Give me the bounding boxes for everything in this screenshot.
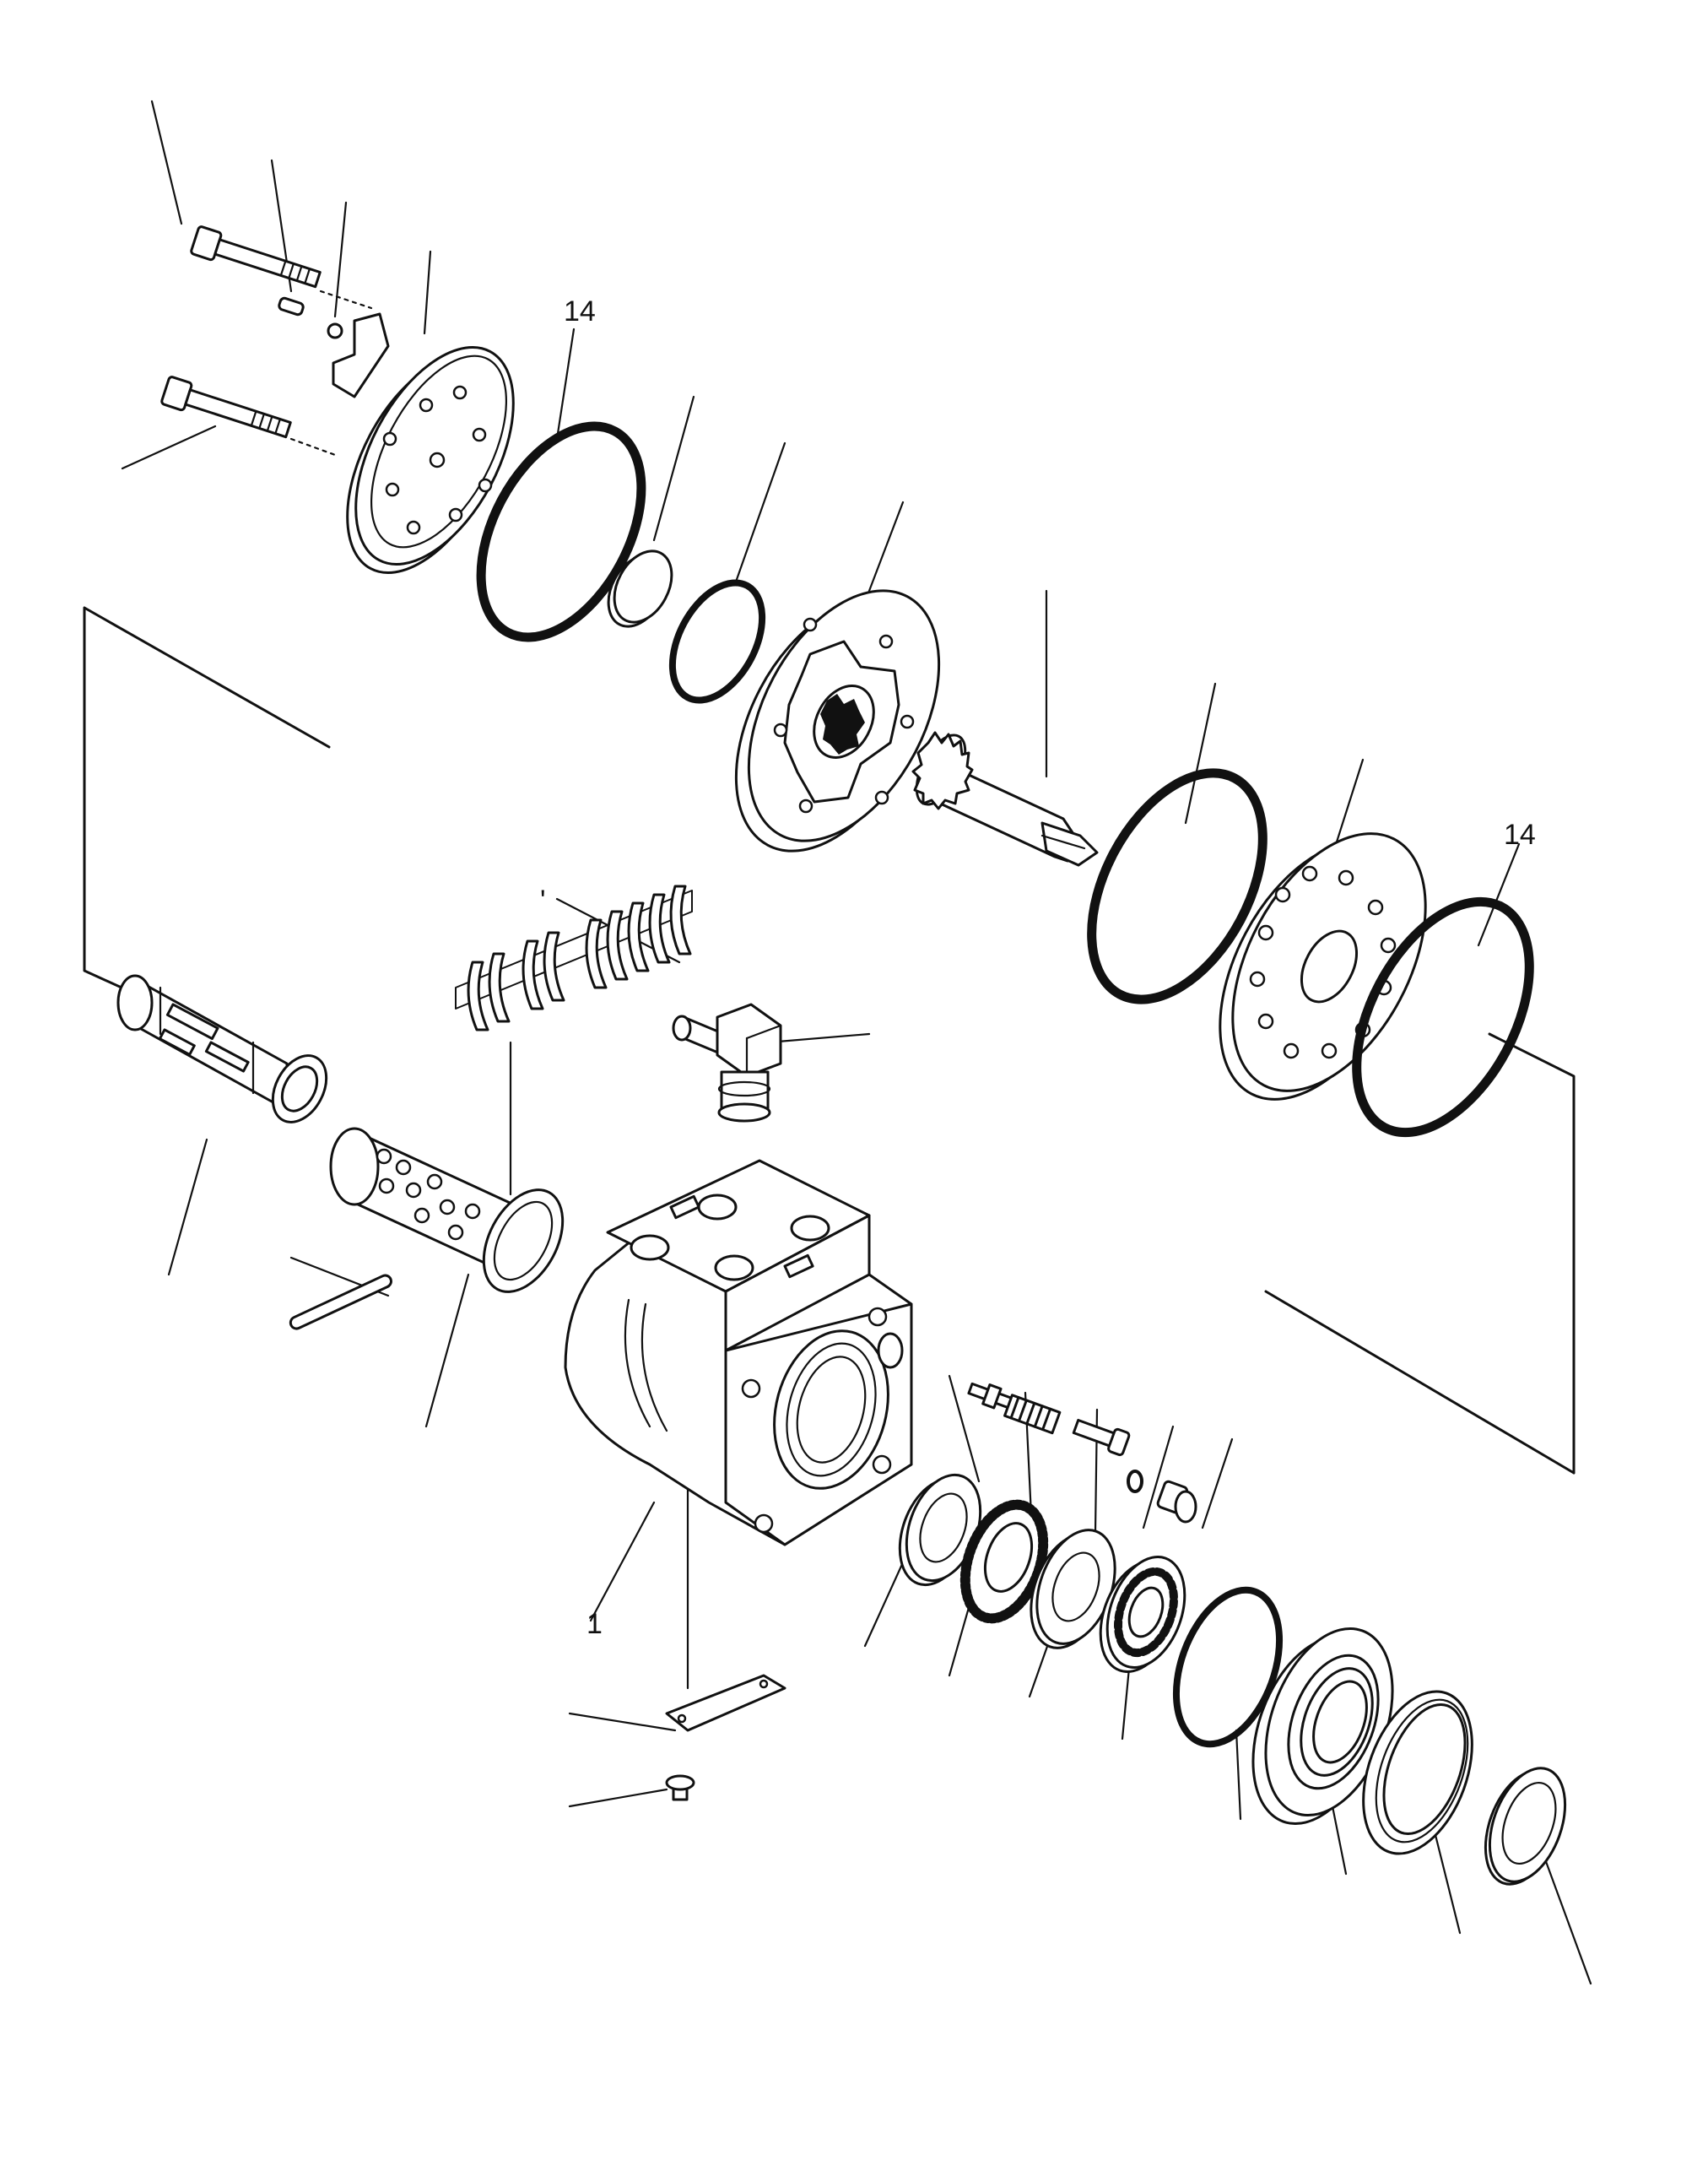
part-label-spring-set: ' [540, 885, 546, 917]
control-sleeve [329, 1127, 565, 1293]
mounting-bolt-upper [190, 225, 322, 289]
retaining-ring [1362, 1690, 1473, 1855]
assembly-bracket-left [83, 606, 331, 993]
o-ring-large-right [1352, 896, 1534, 1138]
gerotor-stator [734, 589, 941, 853]
o-ring-large-top [476, 421, 646, 642]
relief-valve-poppet [967, 1382, 1021, 1412]
dust-seal [1484, 1767, 1567, 1886]
o-ring-seal-housing [1172, 1586, 1284, 1748]
part-label-o-ring-right: 14 [1504, 819, 1536, 851]
relief-o-ring-small [1127, 1470, 1143, 1493]
thrust-washer [898, 1473, 982, 1587]
check-disc [607, 549, 673, 628]
centering-spring-set [455, 885, 693, 1031]
seal-gland [1251, 1627, 1394, 1826]
cage-bearing [1099, 1556, 1186, 1673]
name-plate [665, 1674, 786, 1732]
spacer-plate [1219, 832, 1427, 1101]
cross-pin [289, 1274, 392, 1330]
control-spool [116, 974, 328, 1123]
end-cap [332, 312, 515, 575]
plate-screw [665, 1774, 695, 1801]
o-ring-middle [1087, 768, 1267, 1004]
valve-housing [564, 1159, 913, 1546]
mounting-bolt-lower [160, 376, 292, 439]
dowel-pin-small [278, 296, 305, 317]
bearing-race [1030, 1529, 1116, 1649]
assembly-bracket-right [1264, 1032, 1576, 1475]
drive-shaft [911, 731, 1099, 867]
part-label-housing: 1 [586, 1608, 603, 1640]
part-label-o-ring-top: 14 [564, 295, 596, 328]
elbow-fitting [672, 1003, 782, 1123]
o-ring-small [668, 579, 766, 704]
bolt-guide-dashes [289, 290, 373, 457]
relief-spring [1003, 1394, 1062, 1435]
steel-ball [327, 322, 343, 339]
relief-bolt [1072, 1418, 1131, 1457]
relief-plug [1156, 1480, 1197, 1524]
